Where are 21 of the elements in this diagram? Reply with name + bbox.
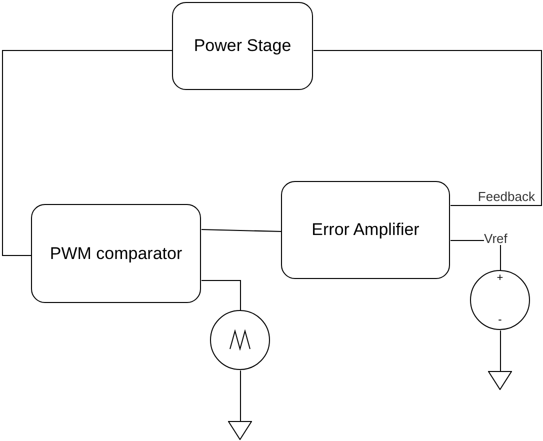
wire xyxy=(500,330,501,372)
block xyxy=(31,204,201,303)
wire xyxy=(313,50,542,206)
wire xyxy=(201,229,282,232)
wire xyxy=(240,370,241,422)
voltage-source xyxy=(470,270,530,330)
edge-label: Vref xyxy=(484,232,508,245)
block-label: Error Amplifier xyxy=(312,220,420,240)
wire xyxy=(450,240,501,271)
block xyxy=(281,181,450,279)
ground-symbol xyxy=(488,371,512,390)
block-label: Power Stage xyxy=(194,36,292,56)
ground-symbol xyxy=(228,421,252,440)
block xyxy=(172,2,313,90)
plus-sign: + xyxy=(496,273,504,284)
signal-source xyxy=(210,310,270,370)
wire xyxy=(201,280,241,311)
block-label: PWM comparator xyxy=(50,244,182,264)
wire xyxy=(2,50,173,256)
edge-label: Feedback xyxy=(478,190,535,203)
minus-sign: - xyxy=(497,315,503,326)
